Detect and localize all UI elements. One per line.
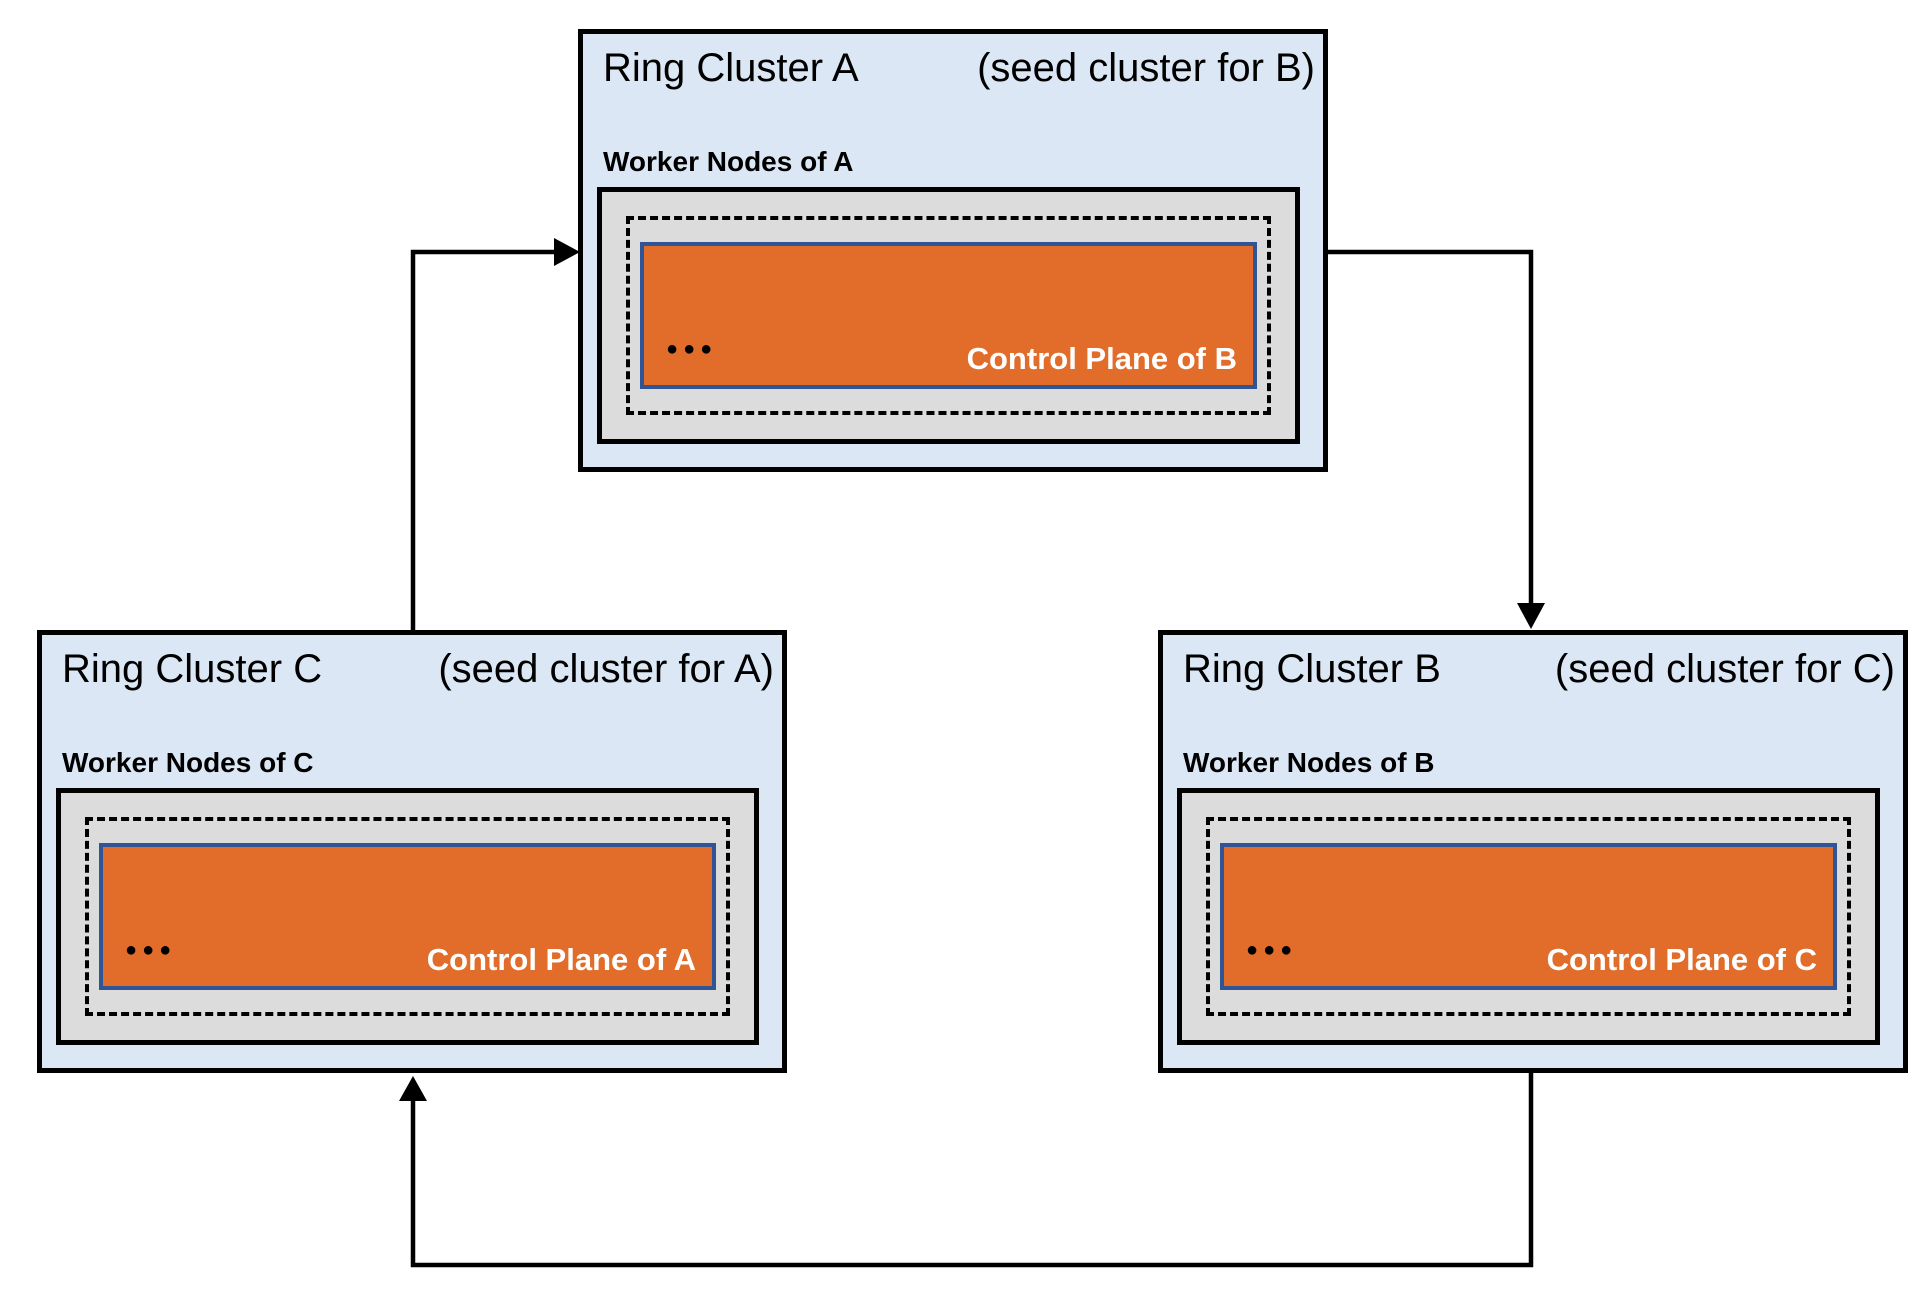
cluster-a-dashed-boundary: ●●● Control Plane of B — [626, 216, 1271, 415]
cluster-c-worker-box: ●●● Control Plane of A — [56, 788, 759, 1045]
arrow-b-to-c — [399, 1071, 1534, 1268]
cluster-a-hosted-control-plane: ●●● Control Plane of B — [640, 242, 1257, 389]
arrow-a-to-b — [1326, 249, 1545, 629]
cluster-b-control-plane-label: Control Plane of C — [1546, 942, 1817, 977]
cluster-c-title-row: Ring Cluster C (seed cluster for A) — [62, 647, 774, 692]
cluster-a-title-row: Ring Cluster A (seed cluster for B) — [603, 46, 1315, 91]
ellipsis-icon: ●●● — [125, 939, 177, 961]
arrowhead-down-icon — [1517, 603, 1545, 629]
cluster-a: Ring Cluster A (seed cluster for B) Work… — [578, 29, 1328, 472]
cluster-c-control-plane-label: Control Plane of A — [426, 942, 696, 977]
cluster-b-title: Ring Cluster B — [1183, 647, 1441, 691]
cluster-a-control-plane-label: Control Plane of B — [966, 341, 1237, 376]
cluster-c-worker-label: Worker Nodes of C — [62, 747, 314, 778]
cluster-a-seed-note: (seed cluster for B) — [977, 46, 1315, 90]
ellipsis-icon: ●●● — [666, 338, 718, 360]
cluster-b-hosted-control-plane: ●●● Control Plane of C — [1220, 843, 1837, 990]
cluster-b-worker-label: Worker Nodes of B — [1183, 747, 1435, 778]
cluster-c-dashed-boundary: ●●● Control Plane of A — [85, 817, 730, 1016]
cluster-b: Ring Cluster B (seed cluster for C) Work… — [1158, 630, 1908, 1073]
cluster-c-seed-note: (seed cluster for A) — [438, 647, 774, 691]
ellipsis-icon: ●●● — [1246, 939, 1298, 961]
cluster-b-dashed-boundary: ●●● Control Plane of C — [1206, 817, 1851, 1016]
cluster-b-worker-box: ●●● Control Plane of C — [1177, 788, 1880, 1045]
cluster-c-title: Ring Cluster C — [62, 647, 323, 691]
cluster-a-worker-label: Worker Nodes of A — [603, 146, 854, 177]
cluster-c: Ring Cluster C (seed cluster for A) Work… — [37, 630, 787, 1073]
cluster-a-title: Ring Cluster A — [603, 46, 859, 90]
arrowhead-right-icon — [554, 238, 580, 266]
cluster-b-title-row: Ring Cluster B (seed cluster for C) — [1183, 647, 1895, 692]
cluster-a-worker-box: ●●● Control Plane of B — [597, 187, 1300, 444]
cluster-c-hosted-control-plane: ●●● Control Plane of A — [99, 843, 716, 990]
arrow-c-to-a — [410, 238, 580, 632]
cluster-b-seed-note: (seed cluster for C) — [1554, 647, 1895, 691]
arrowhead-up-icon — [399, 1076, 427, 1101]
